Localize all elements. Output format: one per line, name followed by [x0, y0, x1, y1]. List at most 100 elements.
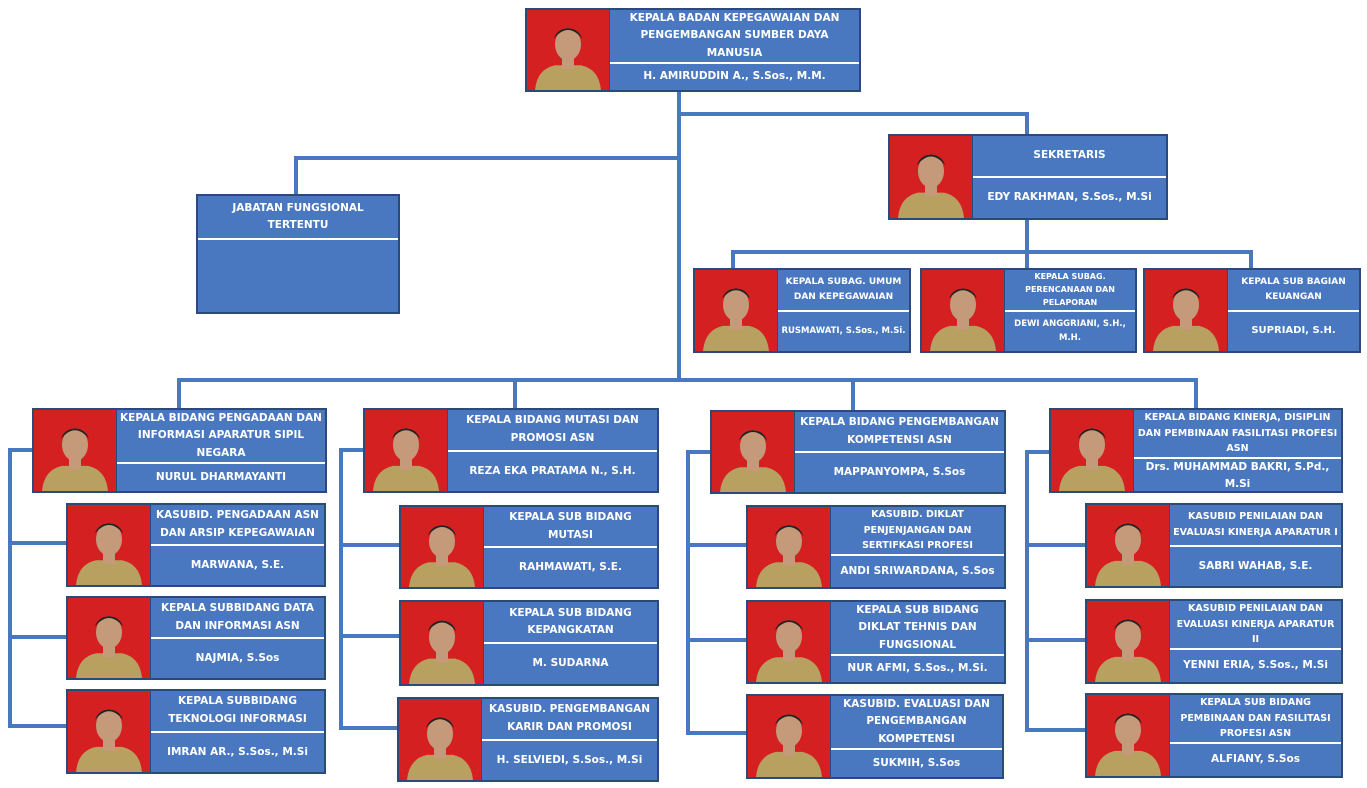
subbid-box-1-1: KASUBID. PENGADAAN ASN DAN ARSIP KEPEGAW… [66, 503, 326, 587]
subbid-box-4-2: KASUBID PENILAIAN DAN EVALUASI KINERJA A… [1085, 599, 1343, 684]
subbid-box-2-1: KEPALA SUB BIDANG MUTASI RAHMAWATI, S.E. [399, 505, 659, 589]
person-silhouette-icon [720, 430, 786, 492]
person-silhouette-icon [409, 620, 475, 684]
subbid-box-1-2: KEPALA SUBBIDANG DATA DAN INFORMASI ASN … [66, 596, 326, 680]
head-title: KEPALA BADAN KEPEGAWAIAN DAN PENGEMBANGA… [629, 12, 840, 59]
subbag-name-keuangan: SUPRIADI, S.H. [1228, 309, 1359, 352]
subbid-name-3-2: NUR AFMI, S.Sos., M.Si. [831, 653, 1004, 682]
subbid-photo-1-3 [68, 691, 151, 772]
subbid-name-4-3: ALFIANY, S.Sos [1170, 742, 1341, 776]
person-silhouette-icon [1153, 288, 1219, 351]
subbag-title-keuangan: KEPALA SUB BAGIAN KEUANGAN [1241, 276, 1346, 302]
bidang-photo-4 [1051, 410, 1134, 491]
subbid-title-2-3: KASUBID. PENGEMBANGAN KARIR DAN PROMOSI [489, 703, 650, 733]
subbag-photo-keuangan [1145, 270, 1228, 351]
subbid-name-2-2: M. SUDARNA [484, 642, 657, 684]
subbid-title-2-2: KEPALA SUB BIDANG KEPANGKATAN [509, 606, 632, 636]
person-silhouette-icon [76, 523, 142, 585]
person-silhouette-icon [535, 28, 601, 90]
subbid-title-2-1: KEPALA SUB BIDANG MUTASI [509, 511, 632, 541]
bidang-name-4: Drs. MUHAMMAD BAKRI, S.Pd., M.Si [1134, 457, 1341, 494]
subbag-name-umum: RUSMAWATI, S.Sos., M.Si. [778, 309, 909, 352]
sekretaris-title: SEKRETARIS [1033, 149, 1106, 162]
bidang-name-3: MAPPANYOMPA, S.Sos [795, 451, 1004, 492]
fungsional-box: JABATAN FUNGSIONAL TERTENTU [196, 194, 400, 314]
subbid-photo-1-1 [68, 505, 151, 585]
bidang-name-1: NURUL DHARMAYANTI [117, 461, 325, 491]
person-silhouette-icon [373, 428, 439, 491]
bidang-box-2: KEPALA BIDANG MUTASI DAN PROMOSI ASN REZ… [363, 408, 659, 493]
subbid-box-3-1: KASUBID. DIKLAT PENJENJANGAN DAN SERTIFK… [746, 505, 1006, 589]
head-box: KEPALA BADAN KEPEGAWAIAN DAN PENGEMBANGA… [525, 8, 861, 92]
bidang-photo-2 [365, 410, 448, 491]
person-silhouette-icon [1095, 523, 1161, 586]
person-silhouette-icon [42, 428, 108, 491]
subbid-box-3-2: KEPALA SUB BIDANG DIKLAT TEHNIS DAN FUNG… [746, 600, 1006, 684]
subbag-box-perencanaan: KEPALA SUBAG. PERENCANAAN DAN PELAPORAN … [920, 268, 1137, 353]
bidang-title-3: KEPALA BIDANG PENGEMBANGAN KOMPETENSI AS… [800, 416, 999, 446]
sekretaris-photo [890, 136, 973, 218]
subbag-box-umum: KEPALA SUBAG. UMUM DAN KEPEGAWAIAN RUSMA… [693, 268, 911, 353]
bidang-box-4: KEPALA BIDANG KINERJA, DISIPLIN DAN PEMB… [1049, 408, 1343, 493]
subbid-title-1-3: KEPALA SUBBIDANG TEKNOLOGI INFORMASI [168, 695, 307, 725]
person-silhouette-icon [1095, 713, 1161, 776]
subbid-name-4-2: YENNI ERIA, S.Sos., M.Si [1170, 648, 1341, 682]
subbid-box-2-2: KEPALA SUB BIDANG KEPANGKATAN M. SUDARNA [399, 600, 659, 686]
bidang-photo-3 [712, 412, 795, 492]
subbag-title-perencanaan: KEPALA SUBAG. PERENCANAAN DAN PELAPORAN [1025, 272, 1115, 308]
subbid-photo-3-3 [748, 696, 831, 777]
subbid-photo-1-2 [68, 598, 151, 678]
subbid-photo-4-2 [1087, 601, 1170, 682]
sekretaris-name: EDY RAKHMAN, S.Sos., M.Si [973, 176, 1166, 218]
person-silhouette-icon [1059, 428, 1125, 491]
subbid-name-2-3: H. SELVIEDI, S.Sos., M.Si [482, 738, 657, 781]
subbid-name-1-2: NAJMIA, S.Sos [151, 637, 324, 678]
subbid-title-4-3: KEPALA SUB BIDANG PEMBINAAN DAN FASILITA… [1180, 697, 1331, 740]
subbid-title-1-2: KEPALA SUBBIDANG DATA DAN INFORMASI ASN [160, 602, 315, 632]
subbid-photo-2-2 [401, 602, 484, 684]
fungsional-title: JABATAN FUNGSIONAL TERTENTU [232, 201, 364, 231]
subbid-photo-3-1 [748, 507, 831, 587]
subbag-name-perencanaan: DEWI ANGGRIANI, S.H., M.H. [1005, 309, 1135, 351]
subbid-title-3-3: KASUBID. EVALUASI DAN PENGEMBANGAN KOMPE… [843, 698, 990, 745]
subbid-title-3-1: KASUBID. DIKLAT PENJENJANGAN DAN SERTIFK… [862, 509, 973, 552]
person-silhouette-icon [76, 709, 142, 772]
subbid-photo-3-2 [748, 602, 831, 682]
subbid-box-2-3: KASUBID. PENGEMBANGAN KARIR DAN PROMOSI … [397, 697, 659, 782]
subbid-photo-4-1 [1087, 505, 1170, 586]
fungsional-empty [198, 238, 398, 312]
subbid-photo-4-3 [1087, 695, 1170, 776]
subbag-title-umum: KEPALA SUBAG. UMUM DAN KEPEGAWAIAN [785, 276, 902, 302]
subbid-name-4-1: SABRI WAHAB, S.E. [1170, 544, 1341, 587]
person-silhouette-icon [756, 620, 822, 682]
bidang-name-2: REZA EKA PRATAMA N., S.H. [448, 449, 657, 492]
bidang-title-2: KEPALA BIDANG MUTASI DAN PROMOSI ASN [466, 414, 639, 444]
subbid-title-4-2: KASUBID PENILAIAN DAN EVALUASI KINERJA A… [1176, 603, 1335, 646]
subbid-title-3-2: KEPALA SUB BIDANG DIKLAT TEHNIS DAN FUNG… [856, 604, 979, 651]
subbid-name-3-3: SUKMIH, S.Sos [831, 747, 1002, 777]
subbid-box-3-3: KASUBID. EVALUASI DAN PENGEMBANGAN KOMPE… [746, 694, 1004, 779]
subbid-box-4-1: KASUBID PENILAIAN DAN EVALUASI KINERJA A… [1085, 503, 1343, 588]
bidang-title-1: KEPALA BIDANG PENGADAAN DAN INFORMASI AP… [120, 412, 322, 459]
person-silhouette-icon [1095, 619, 1161, 682]
subbid-name-1-1: MARWANA, S.E. [151, 544, 324, 585]
subbid-title-1-1: KASUBID. PENGADAAN ASN DAN ARSIP KEPEGAW… [156, 509, 319, 539]
bidang-box-3: KEPALA BIDANG PENGEMBANGAN KOMPETENSI AS… [710, 410, 1006, 494]
person-silhouette-icon [703, 288, 769, 351]
subbid-photo-2-3 [399, 699, 482, 780]
subbid-title-4-1: KASUBID PENILAIAN DAN EVALUASI KINERJA A… [1173, 511, 1338, 538]
bidang-title-4: KEPALA BIDANG KINERJA, DISIPLIN DAN PEMB… [1137, 412, 1338, 455]
person-silhouette-icon [407, 717, 473, 780]
sekretaris-box: SEKRETARIS EDY RAKHMAN, S.Sos., M.Si [888, 134, 1168, 220]
subbid-box-4-3: KEPALA SUB BIDANG PEMBINAAN DAN FASILITA… [1085, 693, 1343, 778]
head-name: H. AMIRUDDIN A., S.Sos., M.M. [610, 61, 859, 90]
person-silhouette-icon [756, 714, 822, 777]
person-silhouette-icon [756, 525, 822, 587]
head-photo [527, 10, 610, 90]
subbid-name-3-1: ANDI SRIWARDANA, S.Sos [831, 554, 1004, 587]
person-silhouette-icon [898, 154, 964, 218]
subbag-photo-perencanaan [922, 270, 1005, 351]
person-silhouette-icon [409, 525, 475, 587]
person-silhouette-icon [76, 616, 142, 678]
